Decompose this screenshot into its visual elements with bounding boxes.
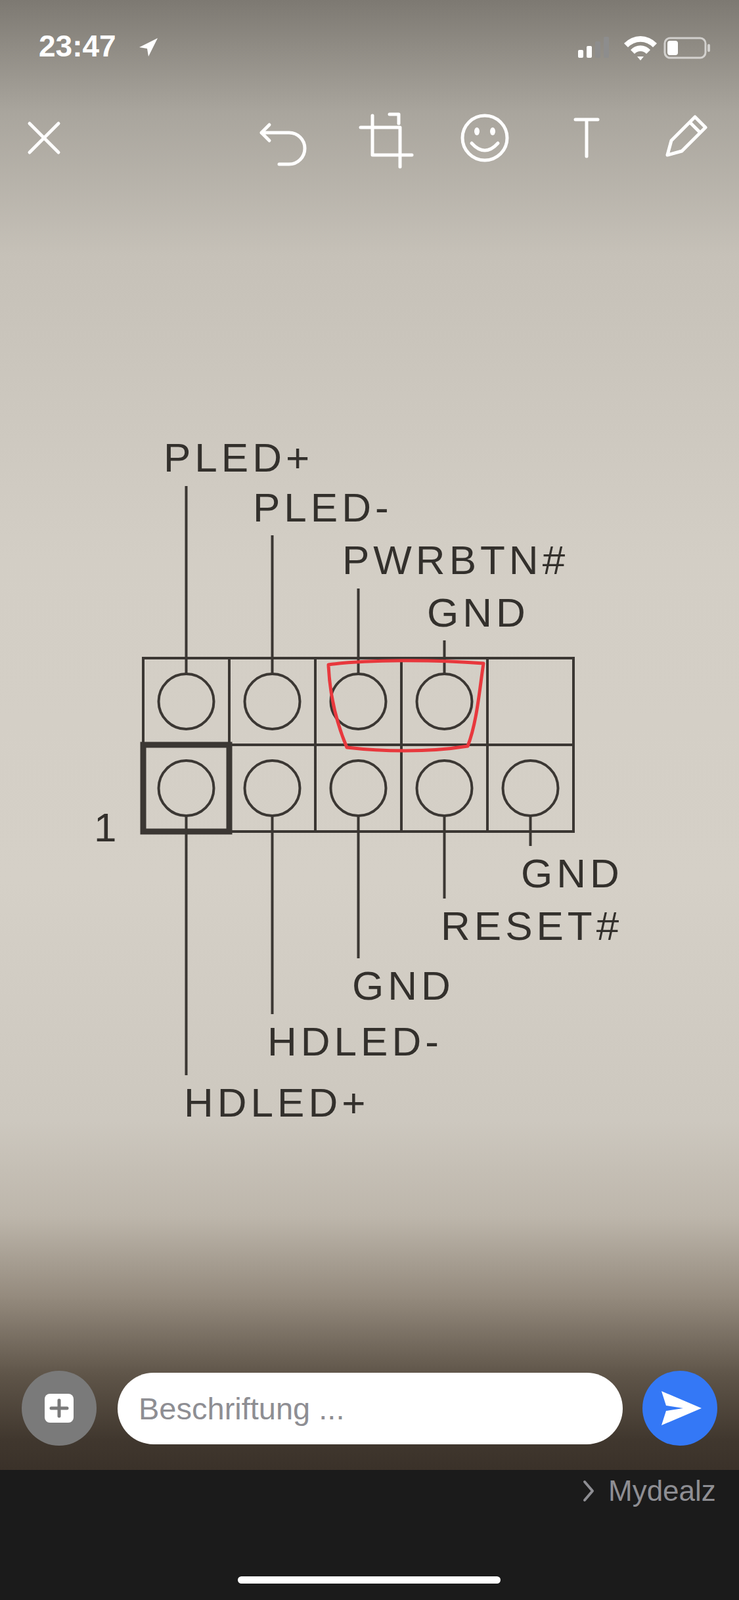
pin-name: GND bbox=[352, 965, 455, 1007]
red-highlight bbox=[328, 660, 484, 751]
pin-name: HDLED- bbox=[267, 1021, 443, 1063]
pin-name: PWRBTN# bbox=[342, 539, 569, 581]
pin-name: HDLED+ bbox=[183, 1082, 370, 1124]
status-time: 23:47 bbox=[38, 30, 117, 62]
pin-name: RESET# bbox=[440, 905, 623, 947]
placeholder-text: Beschriftung ... bbox=[138, 1393, 345, 1425]
app-link: Mydealz bbox=[608, 1476, 717, 1506]
add-plus bbox=[51, 1400, 68, 1417]
pin-name: GND bbox=[426, 592, 530, 634]
toolbar-icons bbox=[29, 114, 706, 167]
send-button bbox=[642, 1370, 718, 1446]
emoji-eyes bbox=[474, 127, 496, 136]
status-icons bbox=[139, 36, 711, 61]
pin-number: 1 bbox=[93, 807, 117, 849]
pin-name: PLED- bbox=[252, 487, 393, 529]
caption-input: Beschriftung ... bbox=[117, 1372, 623, 1445]
add-icon bbox=[44, 1393, 74, 1423]
pin-name: GND bbox=[520, 853, 624, 895]
home-indicator bbox=[237, 1576, 501, 1584]
add-button bbox=[21, 1370, 97, 1446]
chevron bbox=[584, 1481, 593, 1501]
pin-name: PLED+ bbox=[163, 437, 314, 479]
send-icon bbox=[661, 1391, 702, 1426]
pin-header bbox=[143, 658, 574, 832]
